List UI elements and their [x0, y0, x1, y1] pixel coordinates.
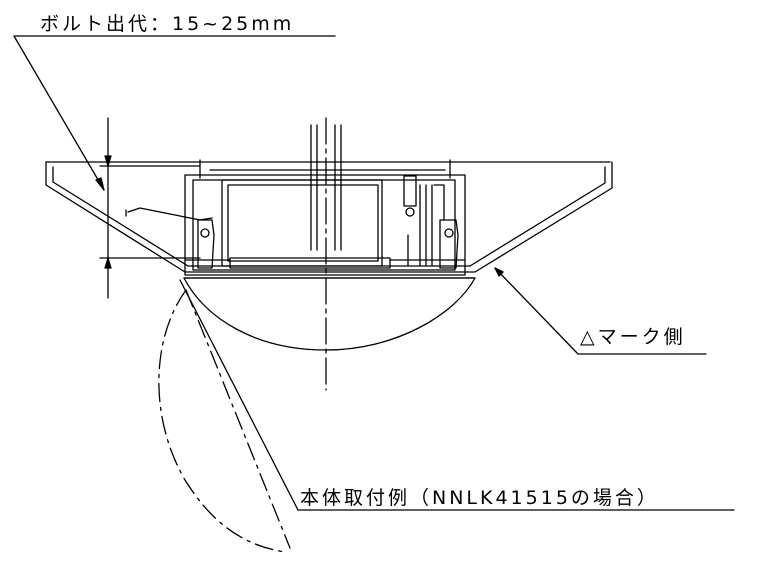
bolt-dimension	[100, 118, 200, 298]
example-leader	[180, 280, 734, 510]
ceiling-bolts	[311, 125, 341, 250]
bolt-leader-arrowhead	[96, 178, 104, 190]
mounting-example-label: 本体取付例（NNLK41515の場合）	[300, 487, 659, 509]
bolt-protrusion-label: ボルト出代：15~25mm	[40, 13, 295, 35]
swing-path	[159, 290, 290, 552]
mark-leader-arrowhead	[495, 268, 503, 276]
bolt-leader	[14, 36, 335, 190]
mark-side-label: △マーク側	[580, 326, 686, 348]
outer-shell	[46, 162, 612, 272]
swing-arc	[159, 290, 285, 552]
leader-lines	[14, 36, 734, 510]
internal-box	[126, 160, 465, 275]
mark-leader	[495, 268, 706, 354]
dimension-arrow-bottom	[105, 258, 111, 268]
diffuser-dome	[184, 278, 475, 350]
swing-chord	[186, 290, 290, 548]
inner-shell	[53, 167, 605, 266]
fixture-body	[46, 162, 612, 350]
dimension-arrow-top	[105, 156, 111, 166]
